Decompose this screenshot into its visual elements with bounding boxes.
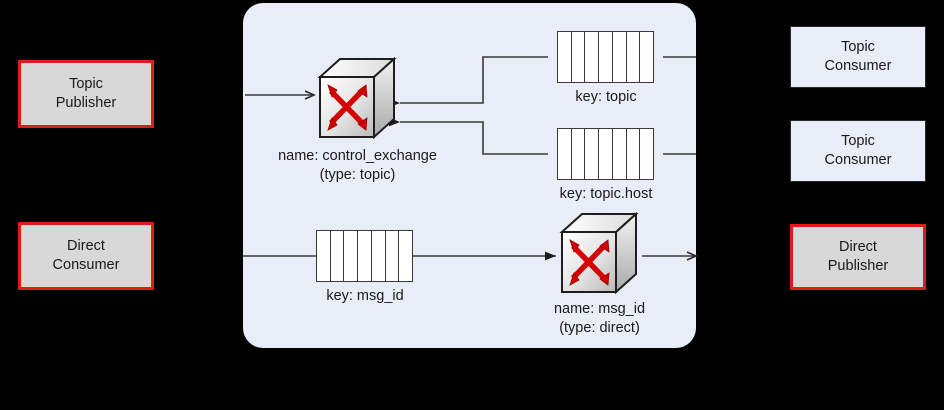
queue-cell: [372, 231, 386, 281]
exchange-msg-id-name: name: msg_id: [553, 301, 646, 317]
exchange-control-exchange[interactable]: [314, 57, 400, 145]
queue-cell: [640, 32, 653, 82]
endpoint-label: Topic Consumer: [824, 39, 892, 74]
queue-cell: [344, 231, 359, 281]
queue-topic-host-label: key: topic.host: [559, 186, 653, 202]
endpoint-topic-publisher[interactable]: Topic Publisher: [18, 60, 154, 128]
queue-cell: [358, 231, 372, 281]
exchange-icon: [317, 57, 397, 140]
queue-cell: [572, 129, 586, 179]
queue-cell: [613, 129, 627, 179]
queue-topic-host[interactable]: [557, 128, 654, 180]
exchange-control-exchange-name: name: control_exchange: [278, 148, 437, 164]
endpoint-label: Topic Consumer: [824, 133, 892, 168]
queue-cell: [627, 32, 641, 82]
endpoint-direct-publisher[interactable]: Direct Publisher: [790, 224, 926, 290]
queue-cell: [572, 32, 586, 82]
queue-cell: [599, 129, 613, 179]
endpoint-label: Direct Consumer: [52, 238, 120, 273]
exchange-icon: [559, 212, 639, 295]
queue-cell: [585, 32, 600, 82]
queue-msg-id-label: key: msg_id: [326, 288, 404, 304]
queue-cell: [331, 231, 345, 281]
queue-msg-id[interactable]: [316, 230, 413, 282]
exchange-msg-id-type: (type: direct): [559, 320, 640, 336]
queue-cell: [558, 129, 572, 179]
queue-topic-label: key: topic: [575, 89, 637, 105]
queue-cell: [599, 32, 613, 82]
exchange-control-exchange-type: (type: topic): [319, 167, 396, 183]
queue-cell: [558, 32, 572, 82]
queue-cell: [317, 231, 331, 281]
endpoint-direct-consumer[interactable]: Direct Consumer: [18, 222, 154, 290]
queue-cell: [386, 231, 400, 281]
endpoint-topic-consumer-2[interactable]: Topic Consumer: [790, 120, 926, 182]
endpoint-label: Topic Publisher: [55, 76, 117, 111]
queue-topic[interactable]: [557, 31, 654, 83]
queue-cell: [613, 32, 627, 82]
endpoint-topic-consumer-1[interactable]: Topic Consumer: [790, 26, 926, 88]
queue-cell: [640, 129, 653, 179]
endpoint-label: Direct Publisher: [827, 239, 889, 274]
queue-cell: [585, 129, 600, 179]
exchange-msg-id[interactable]: [556, 212, 642, 300]
queue-cell: [399, 231, 412, 281]
queue-cell: [627, 129, 641, 179]
